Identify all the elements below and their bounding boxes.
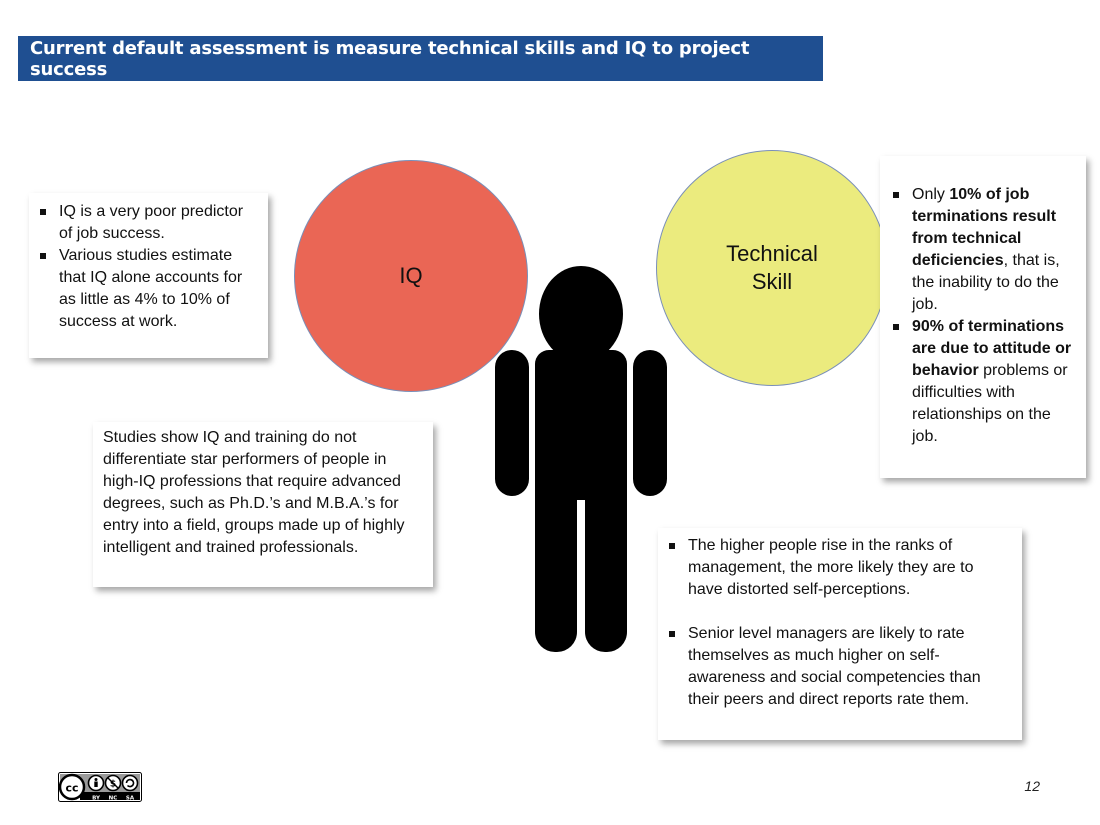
svg-text:$: $ <box>110 780 116 790</box>
list-item: 90% of terminations are due to attitude … <box>890 316 1080 448</box>
iq-circle-label: IQ <box>399 263 423 288</box>
list-item: Various studies estimate that IQ alone a… <box>37 245 258 333</box>
cc-by-nc-sa-icon: cc $ BY NC SA <box>58 772 142 802</box>
person-left-arm <box>495 350 529 496</box>
person-figure-icon <box>495 266 667 652</box>
list-item: The higher people rise in the ranks of m… <box>666 535 1012 601</box>
person-left-leg <box>535 462 577 652</box>
list-item: Senior level managers are likely to rate… <box>666 623 1012 711</box>
studies-box: Studies show IQ and training do not diff… <box>93 422 433 587</box>
person-head <box>539 266 623 362</box>
list-item: Only 10% of job terminations result from… <box>890 184 1080 316</box>
slide-title: Current default assessment is measure te… <box>30 37 750 80</box>
technical-skill-label-line2: Skill <box>751 269 793 294</box>
iq-facts-box: IQ is a very poor predictor of job succe… <box>29 193 268 358</box>
page-number: 12 <box>1024 778 1040 794</box>
list-item: IQ is a very poor predictor of job succe… <box>37 201 258 245</box>
self-perception-box: The higher people rise in the ranks of m… <box>658 528 1022 740</box>
studies-text: Studies show IQ and training do not diff… <box>103 429 405 556</box>
svg-text:cc: cc <box>65 782 78 795</box>
person-right-arm <box>633 350 667 496</box>
person-right-leg <box>585 462 627 652</box>
slide-title-bar: Current default assessment is measure te… <box>18 36 823 81</box>
cc-label-nc: NC <box>109 795 118 801</box>
cc-label-sa: SA <box>126 795 135 801</box>
cc-label-by: BY <box>92 795 101 801</box>
terminations-box: Only 10% of job terminations result from… <box>880 156 1086 478</box>
technical-skill-circle: Technical Skill <box>656 150 888 386</box>
iq-circle: IQ <box>294 160 528 392</box>
technical-skill-label-line1: Technical <box>726 241 818 266</box>
